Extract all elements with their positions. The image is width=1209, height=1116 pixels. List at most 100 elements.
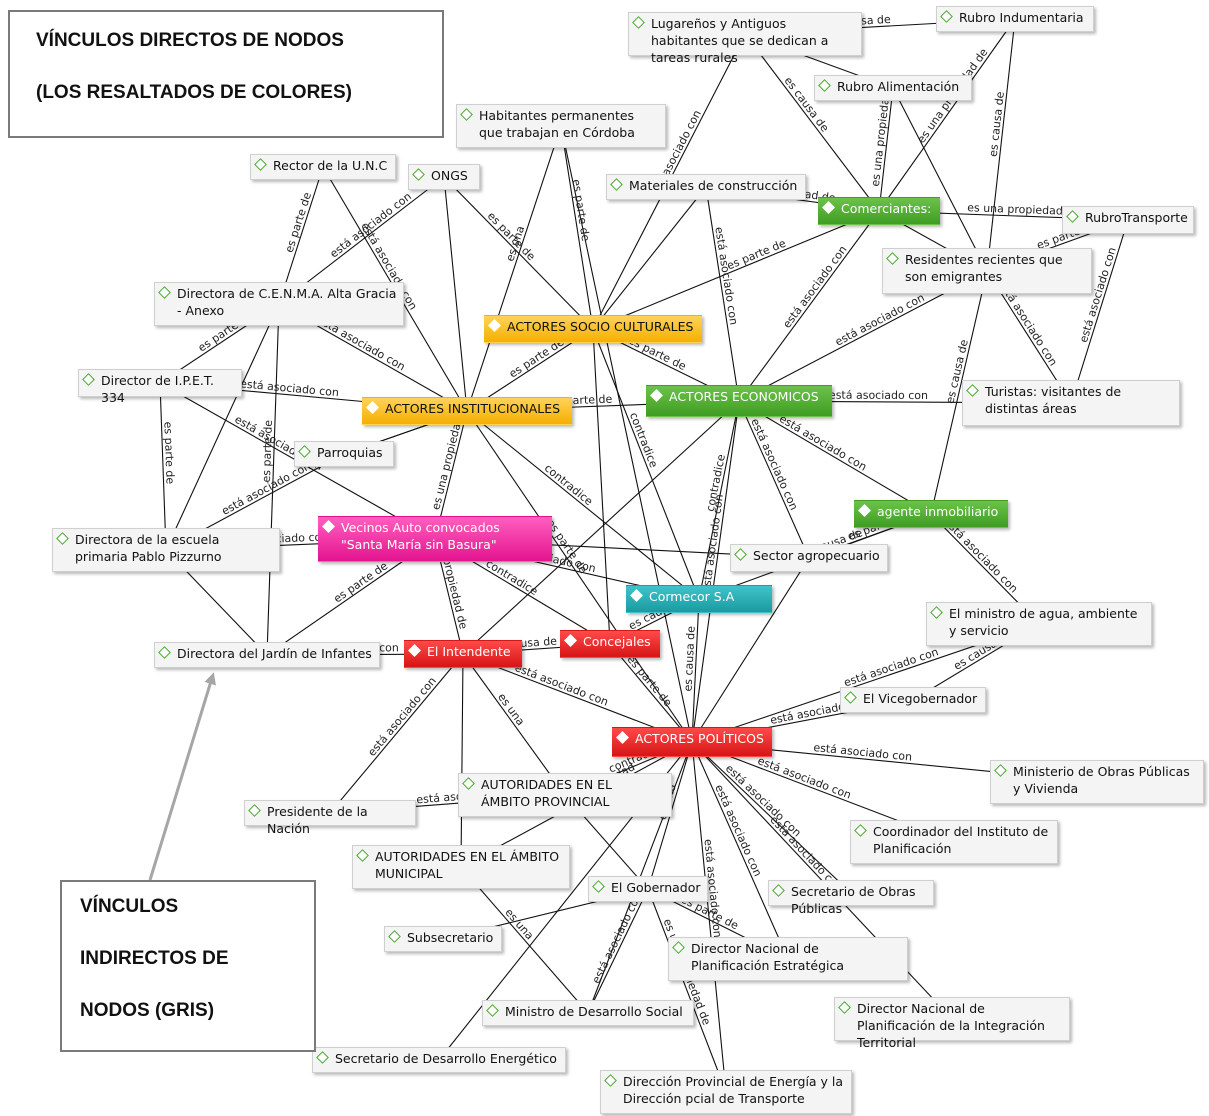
node-direccion-provincial-energia[interactable]: Dirección Provincial de Energía y la Dir… bbox=[600, 1070, 852, 1114]
diamond-icon bbox=[886, 252, 899, 265]
diamond-icon bbox=[158, 286, 171, 299]
edge-label: es parte de bbox=[260, 419, 275, 482]
node-rubro-alimentacion[interactable]: Rubro Alimentación bbox=[814, 75, 972, 101]
edge-intendente-aut_mun bbox=[457, 651, 466, 868]
edge-label: es parte de bbox=[624, 653, 674, 710]
edge-label: es causa de bbox=[681, 626, 697, 692]
edge-label: es una bbox=[495, 691, 527, 728]
diamond-icon bbox=[604, 1074, 617, 1087]
node-ministro-desarrollo-social[interactable]: Ministro de Desarrollo Social bbox=[482, 1000, 694, 1026]
node-comerciantes[interactable]: Comerciantes: bbox=[818, 197, 940, 225]
node-directora-jardin[interactable]: Directora del Jardín de Infantes bbox=[154, 642, 380, 668]
edge-aut_mun-ministro_social bbox=[458, 864, 589, 1014]
diamond-icon bbox=[930, 606, 943, 619]
diamond-icon bbox=[564, 634, 577, 647]
edge-label: es parte de bbox=[331, 559, 390, 605]
edge-label: está asociado con bbox=[829, 389, 928, 403]
node-ministerio-obras[interactable]: Ministerio de Obras Públicas y Vivienda bbox=[990, 760, 1204, 804]
edge-label: está asociado con bbox=[590, 891, 645, 986]
diamond-icon bbox=[966, 384, 979, 397]
node-secretario-obras[interactable]: Secretario de Obras Públicas bbox=[768, 880, 934, 916]
diamond-icon bbox=[632, 16, 645, 29]
node-directora-pizzurno[interactable]: Directora de la escuela primaria Pablo P… bbox=[52, 528, 280, 572]
diamond-icon bbox=[486, 1004, 499, 1017]
node-el-vicegobernador[interactable]: El Vicegobernador bbox=[840, 687, 986, 713]
edge-label: es una propiedad bbox=[429, 415, 465, 511]
edge-materiales-socio bbox=[592, 184, 709, 330]
diamond-icon bbox=[854, 824, 867, 837]
edge-label: es una propiedad de bbox=[967, 201, 1081, 218]
node-concejales[interactable]: Concejales bbox=[560, 630, 660, 658]
diamond-icon bbox=[1066, 210, 1079, 223]
node-autoridades-provincial[interactable]: AUTORIDADES EN EL ÁMBITO PROVINCIAL bbox=[458, 773, 672, 817]
node-director-ipet[interactable]: Director de I.P.E.T. 334 bbox=[78, 369, 242, 405]
edge-residentes-inmobiliario bbox=[928, 268, 990, 515]
diamond-icon bbox=[366, 401, 379, 414]
node-presidente-nacion[interactable]: Presidente de la Nación bbox=[244, 800, 416, 836]
node-agente-inmobiliario[interactable]: agente inmobiliario bbox=[854, 500, 1008, 528]
node-actores-socio-culturales[interactable]: ACTORES SOCIO CULTURALES bbox=[484, 315, 702, 343]
node-parroquias[interactable]: Parroquias bbox=[294, 441, 394, 467]
node-directora-cenma[interactable]: Directora de C.E.N.M.A. Alta Gracia - An… bbox=[154, 282, 404, 326]
edge-concejales-politicos bbox=[607, 641, 693, 743]
node-el-intendente[interactable]: El Intendente bbox=[404, 640, 522, 668]
node-habitantes-permanentes[interactable]: Habitantes permanentes que trabajan en C… bbox=[456, 104, 666, 148]
node-sector-agropecuario[interactable]: Sector agropecuario bbox=[730, 544, 888, 572]
edge-politicos-dir_energia bbox=[689, 739, 730, 1093]
diamond-icon bbox=[616, 731, 629, 744]
node-turistas[interactable]: Turistas: visitantes de distintas áreas bbox=[962, 380, 1180, 426]
diamond-icon bbox=[316, 1051, 329, 1064]
node-subsecretario[interactable]: Subsecretario bbox=[384, 926, 502, 952]
node-ongs[interactable]: ONGS bbox=[408, 164, 480, 190]
edge-label: contradice bbox=[484, 557, 541, 598]
diamond-icon bbox=[356, 849, 369, 862]
diamond-icon bbox=[650, 389, 663, 402]
edge-label: está asociado con bbox=[842, 645, 940, 689]
node-coordinador-planificacion[interactable]: Coordinador del Instituto de Planificaci… bbox=[850, 820, 1058, 864]
node-director-integracion-territorial[interactable]: Director Nacional de Planificación de la… bbox=[834, 997, 1070, 1050]
node-secretario-desarrollo-energetico[interactable]: Secretario de Desarrollo Energético bbox=[312, 1047, 566, 1073]
diamond-icon bbox=[838, 1001, 851, 1014]
diamond-icon bbox=[630, 589, 643, 602]
node-director-planificacion-estrategica[interactable]: Director Nacional de Planificación Estra… bbox=[668, 937, 908, 981]
diamond-icon bbox=[940, 10, 953, 23]
diamond-icon bbox=[822, 201, 835, 214]
callout-direct-links: VÍNCULOS DIRECTOS DE NODOS (LOS RESALTAD… bbox=[8, 10, 444, 138]
diamond-icon bbox=[408, 644, 421, 657]
node-lugarenos[interactable]: Lugareños y Antiguos habitantes que se d… bbox=[628, 12, 862, 65]
node-rector-unc[interactable]: Rector de la U.N.C bbox=[250, 154, 396, 180]
node-ministro-agua[interactable]: El ministro de agua, ambiente y servicio bbox=[926, 602, 1152, 646]
node-materiales-construccion[interactable]: Materiales de construcción bbox=[606, 174, 806, 200]
node-vecinos-autoconvocados[interactable]: Vecinos Auto convocados "Santa María sin… bbox=[318, 516, 552, 562]
edge-label: está asociado con bbox=[513, 661, 610, 709]
node-el-gobernador[interactable]: El Gobernador bbox=[588, 876, 708, 902]
diamond-icon bbox=[158, 646, 171, 659]
diamond-icon bbox=[298, 445, 311, 458]
diamond-icon bbox=[248, 804, 261, 817]
node-autoridades-municipal[interactable]: AUTORIDADES EN EL ÁMBITO MUNICIPAL bbox=[352, 845, 570, 889]
diamond-icon bbox=[858, 504, 871, 517]
diamond-icon bbox=[610, 178, 623, 191]
diamond-icon bbox=[56, 532, 69, 545]
diamond-icon bbox=[462, 777, 475, 790]
node-actores-economicos[interactable]: ACTORES ECONOMICOS bbox=[646, 385, 832, 417]
edge-comerciantes-socio bbox=[592, 208, 882, 331]
edge-transporte-turistas bbox=[1069, 217, 1131, 404]
edge-label: está asociado con bbox=[756, 754, 853, 801]
node-residentes-recientes[interactable]: Residentes recientes que son emigrantes bbox=[882, 248, 1092, 294]
edge-ipet-pizzurno bbox=[157, 380, 170, 551]
node-actores-politicos[interactable]: ACTORES POLÍTICOS bbox=[612, 727, 772, 757]
node-rubro-transporte[interactable]: RubroTransporte bbox=[1062, 206, 1194, 234]
gray-indirect-arrow bbox=[148, 672, 216, 881]
edge-label: está asociado con bbox=[328, 190, 414, 261]
node-actores-institucionales[interactable]: ACTORES INSTITUCIONALES bbox=[362, 397, 572, 425]
diamond-icon bbox=[388, 930, 401, 943]
edge-label: contradice bbox=[542, 462, 596, 509]
callout-indirect-links: VÍNCULOS INDIRECTOS DE NODOS (GRIS) bbox=[60, 880, 316, 1052]
edge-label: está asociado con bbox=[240, 377, 340, 399]
diamond-icon bbox=[254, 158, 267, 171]
node-rubro-indumentaria[interactable]: Rubro Indumentaria bbox=[936, 6, 1094, 32]
edge-label: es parte de bbox=[570, 178, 593, 242]
node-cormecor[interactable]: Cormecor S.A bbox=[626, 585, 772, 613]
